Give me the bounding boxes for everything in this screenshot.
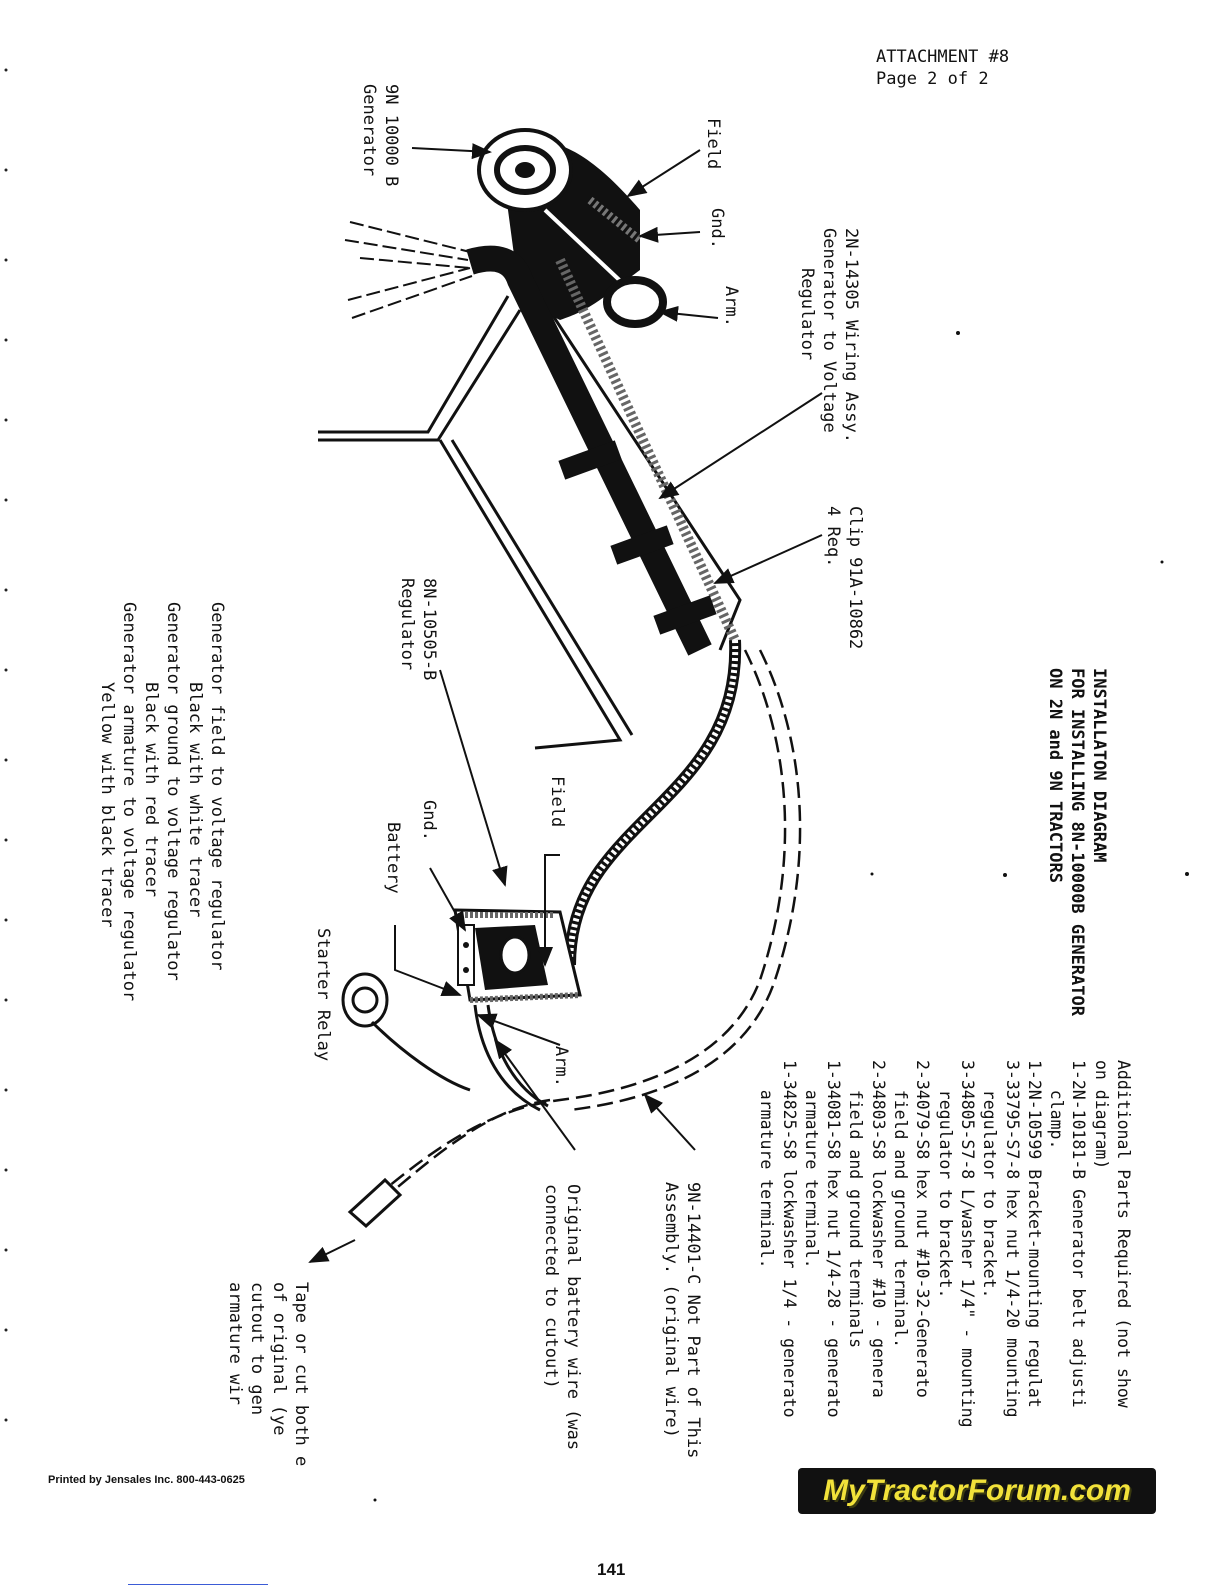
tape-connector — [347, 1177, 403, 1229]
starter-relay — [341, 972, 389, 1028]
page-number: 141 — [597, 1560, 626, 1579]
parts-line-5: 1-2N-10599 Bracket-mounting regulat — [1024, 1060, 1044, 1408]
parts-line-10: 2-34079-S8 hex nut #10-32-Generato — [913, 1060, 933, 1398]
clip-label-line-1: Clip 91A-10862 — [845, 506, 865, 650]
arm-label-top: Arm. — [721, 286, 741, 327]
field-label-top: Field — [703, 118, 723, 170]
parts-list: Additional Parts Required (not show on d… — [755, 1060, 1134, 1428]
legend-line-6: Yellow with black tracer — [97, 682, 117, 928]
gnd-label-regulator: Gnd. — [419, 800, 439, 841]
tape-line-1: Tape or cut both e — [291, 1282, 311, 1467]
clips — [558, 440, 717, 635]
leader-lines — [308, 143, 823, 1263]
wiring-assembly-label: 2N-14305 Wiring Assy. Generator to Volta… — [796, 228, 862, 443]
regulator-label: 8N-10505-B Regulator — [396, 578, 440, 680]
generator-label-line-1: 9N 10000 B — [381, 84, 401, 187]
binder-marks — [4, 68, 8, 1422]
site-logo-text: MyTractorForum.com — [823, 1474, 1131, 1507]
relay-wires — [370, 1004, 549, 1112]
clip-label-line-2: 4 Req. — [823, 506, 843, 568]
parts-line-16: 1-34825-S8 lockwasher 1/4 - generato — [779, 1060, 799, 1418]
attachment-label: ATTACHMENT #8 — [876, 47, 1010, 67]
parts-line-14: 1-34081-S8 hex nut 1/4-28 - generato — [824, 1060, 844, 1418]
arm-label-regulator: Arm. — [551, 1046, 571, 1087]
original-wire — [359, 649, 802, 1211]
printed-by-line: Printed by Jensales Inc. 800-443-0625 — [48, 1474, 245, 1486]
loose-wires — [344, 221, 473, 319]
not-part-line-2: Assembly. (original wire) — [661, 1182, 681, 1438]
generator-label: 9N 10000 B Generator — [358, 84, 402, 186]
parts-line-12: 2-34803-S8 lockwasher #10 - genera — [868, 1060, 888, 1398]
scan-specks — [373, 331, 1189, 1502]
diagram-title: INSTALLATON DIAGRAM FOR INSTALLING 8N-10… — [1044, 668, 1110, 1016]
parts-line-6: 3-33795-S7-8 hex nut 1/4-20 mounting — [1002, 1060, 1022, 1418]
parts-line-4: clamp. — [1047, 1060, 1067, 1150]
generator-body — [477, 128, 667, 328]
parts-line-7: regulator to bracket. — [980, 1060, 1000, 1299]
title-line-3: ON 2N and 9N TRACTORS — [1045, 668, 1065, 883]
parts-line-9: regulator to bracket. — [935, 1060, 955, 1299]
wiring-label-line-1: 2N-14305 Wiring Assy. — [841, 228, 861, 443]
parts-line-11: field and ground terminal. — [891, 1060, 911, 1349]
title-line-1: INSTALLATON DIAGRAM — [1089, 668, 1109, 863]
tape-label: Tape or cut both e of original (ye cutou… — [224, 1282, 312, 1466]
wiring-harness — [466, 245, 742, 966]
clip-label: Clip 91A-10862 4 Req. — [822, 506, 866, 649]
parts-line-13: field and ground terminals — [846, 1060, 866, 1349]
parts-line-3: 1-2N-10181-B Generator belt adjusti — [1069, 1060, 1089, 1408]
tape-line-4: armature wir — [225, 1282, 245, 1405]
tape-line-2: of original (ye — [269, 1282, 289, 1436]
field-label-regulator: Field — [547, 776, 567, 828]
wiring-label-line-3: Regulator — [797, 268, 817, 361]
original-battery-wire-label: Original battery wire (was connected to … — [540, 1184, 584, 1450]
legend-line-2: Black with white tracer — [185, 682, 205, 918]
legend-line-1: Generator field to voltage regulator — [207, 602, 227, 971]
site-logo[interactable]: MyTractorForum.com — [798, 1468, 1156, 1514]
legend-line-3: Generator ground to voltage regulator — [163, 602, 183, 981]
legend-line-4: Black with red tracer — [141, 682, 161, 897]
parts-line-1: Additional Parts Required (not show — [1114, 1060, 1133, 1408]
page-of-label: Page 2 of 2 — [876, 69, 989, 89]
not-part-line-1: 9N-14401-C Not Part of This — [683, 1182, 703, 1459]
legend-line-5: Generator armature to voltage regulator — [119, 602, 139, 1002]
parts-line-2: on diagram) — [1091, 1060, 1111, 1170]
wiring-label-line-2: Generator to Voltage — [819, 228, 839, 433]
gnd-label-top: Gnd. — [707, 208, 727, 249]
starter-relay-label: Starter Relay — [313, 928, 333, 1062]
battery-label-regulator: Battery — [383, 822, 403, 894]
voltage-regulator — [453, 908, 582, 1003]
attachment-header: ATTACHMENT #8 Page 2 of 2 — [876, 46, 1009, 90]
tractor-frame — [318, 295, 742, 750]
original-line-2: connected to cutout) — [541, 1184, 561, 1389]
original-line-1: Original battery wire (was — [563, 1184, 583, 1451]
tape-line-3: cutout to gen — [247, 1282, 267, 1416]
parts-line-15: armature terminal. — [801, 1060, 821, 1269]
regulator-label-line-1: 8N-10505-B — [419, 578, 439, 681]
not-part-label: 9N-14401-C Not Part of This Assembly. (o… — [660, 1182, 704, 1458]
generator-label-line-2: Generator — [359, 84, 379, 177]
regulator-label-line-2: Regulator — [397, 578, 417, 671]
wire-color-legend: Generator field to voltage regulator Bla… — [96, 602, 228, 1001]
title-line-2: FOR INSTALLING 8N-10000B GENERATOR — [1067, 668, 1087, 1016]
parts-line-17: armature terminal. — [757, 1060, 777, 1269]
parts-line-8: 3-34805-S7-8 L/washer 1/4" - mounting — [957, 1060, 977, 1428]
